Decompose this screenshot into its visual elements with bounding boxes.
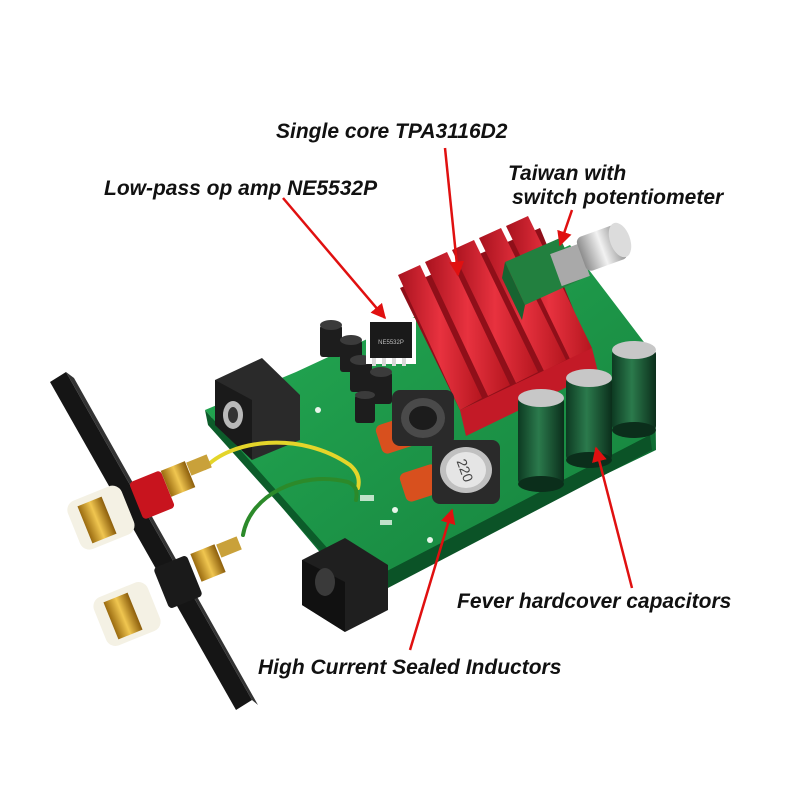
label-potentiometer-line1: Taiwan with <box>508 162 627 185</box>
inductors: 220 <box>392 390 500 504</box>
label-opamp: Low-pass op amp NE5532P <box>104 177 378 200</box>
terminal-plate <box>50 372 258 710</box>
arrow-opamp <box>282 197 386 320</box>
black-binding-post <box>93 536 242 646</box>
label-potentiometer: Taiwan with switch potentiometer <box>508 162 723 210</box>
label-potentiometer-line2: switch potentiometer <box>512 186 724 209</box>
dc-power-jack <box>302 538 388 632</box>
opamp-chip: NE5532P <box>366 318 416 366</box>
potentiometer <box>502 222 632 320</box>
small-capacitors <box>320 320 392 423</box>
speaker-wires <box>203 440 361 537</box>
arrow-tpa <box>443 147 465 277</box>
callout-arrows <box>282 147 634 651</box>
label-tpa3116d2: Single core TPA3116D2 <box>276 120 508 143</box>
opamp-marking: NE5532P <box>378 340 404 346</box>
label-capacitors: Fever hardcover capacitors <box>457 590 732 613</box>
red-binding-post <box>67 454 212 550</box>
audio-jack <box>215 358 300 460</box>
arrow-pot <box>557 209 574 247</box>
arrow-inductors <box>408 508 456 651</box>
large-capacitors <box>518 341 656 492</box>
inductor-marking: 220 <box>454 457 477 485</box>
arrow-caps <box>592 446 634 589</box>
label-inductors: High Current Sealed Inductors <box>258 656 562 679</box>
